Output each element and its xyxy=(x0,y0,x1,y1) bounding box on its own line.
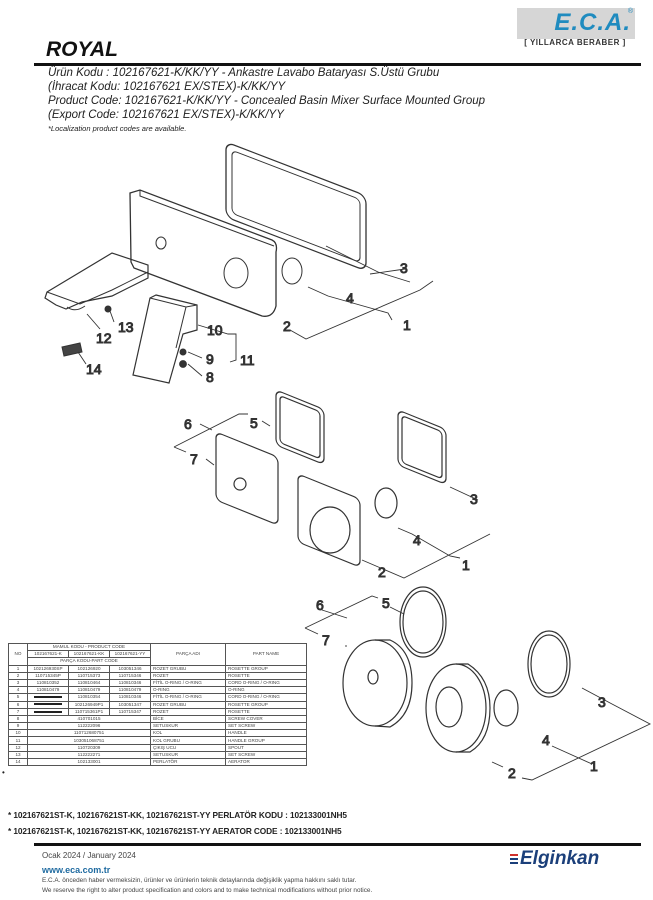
elginkan-mark-icon xyxy=(510,854,518,866)
row-marker: • xyxy=(2,768,5,777)
callout: 6 xyxy=(184,416,192,432)
export-code-en: (Export Code: 102167621 EX/STEX)-K/KK/YY xyxy=(48,109,284,121)
spout xyxy=(44,252,149,310)
callout: 4 xyxy=(346,290,354,306)
col-no-header: NO xyxy=(8,643,28,666)
callout: 4 xyxy=(542,732,550,748)
not-applicable-dash xyxy=(27,700,69,709)
callouts-bottom: 6 5 7 3 4 1 2 xyxy=(316,595,607,782)
part-name-tr-header: PARÇA ADI xyxy=(150,643,226,666)
callout: 12 xyxy=(96,330,112,346)
callout: 1 xyxy=(403,317,411,333)
variant-yy: 102167621-YY xyxy=(109,650,151,659)
callout: 10 xyxy=(207,322,223,338)
publish-date: Ocak 2024 / January 2024 xyxy=(42,851,136,860)
callout: 6 xyxy=(316,597,324,613)
product-code-header: MAMUL KODU - PRODUCT CODE xyxy=(27,642,151,652)
callout: 13 xyxy=(118,319,134,335)
localization-note: *Localization product codes are availabl… xyxy=(48,124,187,133)
o-ring-4 xyxy=(281,257,303,285)
rosette-plate xyxy=(129,189,278,317)
brand-slogan: [ YILLARCA BERABER ] xyxy=(524,38,626,47)
website-link[interactable]: www.eca.com.tr xyxy=(42,865,111,875)
cord-o-ring-rect xyxy=(225,143,367,269)
callout: 11 xyxy=(240,352,255,368)
disclaimer-en: We reserve the right to alter product sp… xyxy=(42,887,373,894)
aerator-note-tr: * 102167621ST-K, 102167621ST-KK, 1021676… xyxy=(8,810,347,820)
elginkan-logo: Elginkan xyxy=(520,848,600,869)
part-code-header: PARÇA KODU-PART CODE xyxy=(27,657,151,666)
callout: 7 xyxy=(190,451,198,467)
middle-group xyxy=(215,391,447,566)
callout: 5 xyxy=(250,415,258,431)
callout: 14 xyxy=(86,361,102,377)
eca-logo: E.C.A. ® xyxy=(517,8,635,39)
page-title: ROYAL xyxy=(46,38,118,61)
footer-divider xyxy=(34,843,641,846)
aerator xyxy=(61,342,83,357)
aerator-note-en: * 102167621ST-K, 102167621ST-KK, 1021676… xyxy=(8,826,342,836)
product-code-en: Product Code: 102167621-K/KK/YY - Concea… xyxy=(48,95,486,107)
not-applicable-dash xyxy=(27,707,69,716)
handle xyxy=(132,294,198,384)
callout: 3 xyxy=(598,694,606,710)
callout: 2 xyxy=(378,564,386,580)
part-name-en-header: PART NAME xyxy=(225,643,307,666)
disclaimer-tr: E.C.A. önceden haber vermeksizin, ürünle… xyxy=(42,877,357,884)
export-code-tr: (İhracat Kodu: 102167621 EX/STEX)-K/KK/Y… xyxy=(48,81,286,93)
callout: 1 xyxy=(590,758,598,774)
callout: 3 xyxy=(470,491,478,507)
product-code-tr: Ürün Kodu : 102167621-K/KK/YY - Ankastre… xyxy=(48,67,440,79)
callouts-middle: 6 5 7 3 4 1 2 xyxy=(184,415,479,581)
eca-logo-text: E.C.A. xyxy=(554,9,631,36)
registered-mark: ® xyxy=(627,8,633,15)
not-applicable-dash xyxy=(27,693,69,702)
top-group xyxy=(44,143,367,384)
callout: 8 xyxy=(206,369,214,385)
callouts-top: 3 4 1 2 10 11 9 8 12 13 14 xyxy=(86,260,412,386)
variant-k: 102167621-K xyxy=(27,650,69,659)
callout: 4 xyxy=(413,532,421,548)
parts-table: NO MAMUL KODU - PRODUCT CODE PARÇA ADI P… xyxy=(8,642,307,767)
callout: 7 xyxy=(322,632,330,648)
callout: 9 xyxy=(206,351,214,367)
callout: 3 xyxy=(400,260,408,276)
variant-kk: 102167621-KK xyxy=(68,650,110,659)
bottom-group xyxy=(342,586,571,753)
callout: 1 xyxy=(462,557,470,573)
callout: 2 xyxy=(283,318,291,334)
callout: 2 xyxy=(508,765,516,781)
header-divider xyxy=(34,63,641,66)
callout: 5 xyxy=(382,595,390,611)
exploded-diagram: 3 4 1 2 10 11 9 8 12 13 14 6 5 7 3 4 1 2… xyxy=(44,143,652,782)
